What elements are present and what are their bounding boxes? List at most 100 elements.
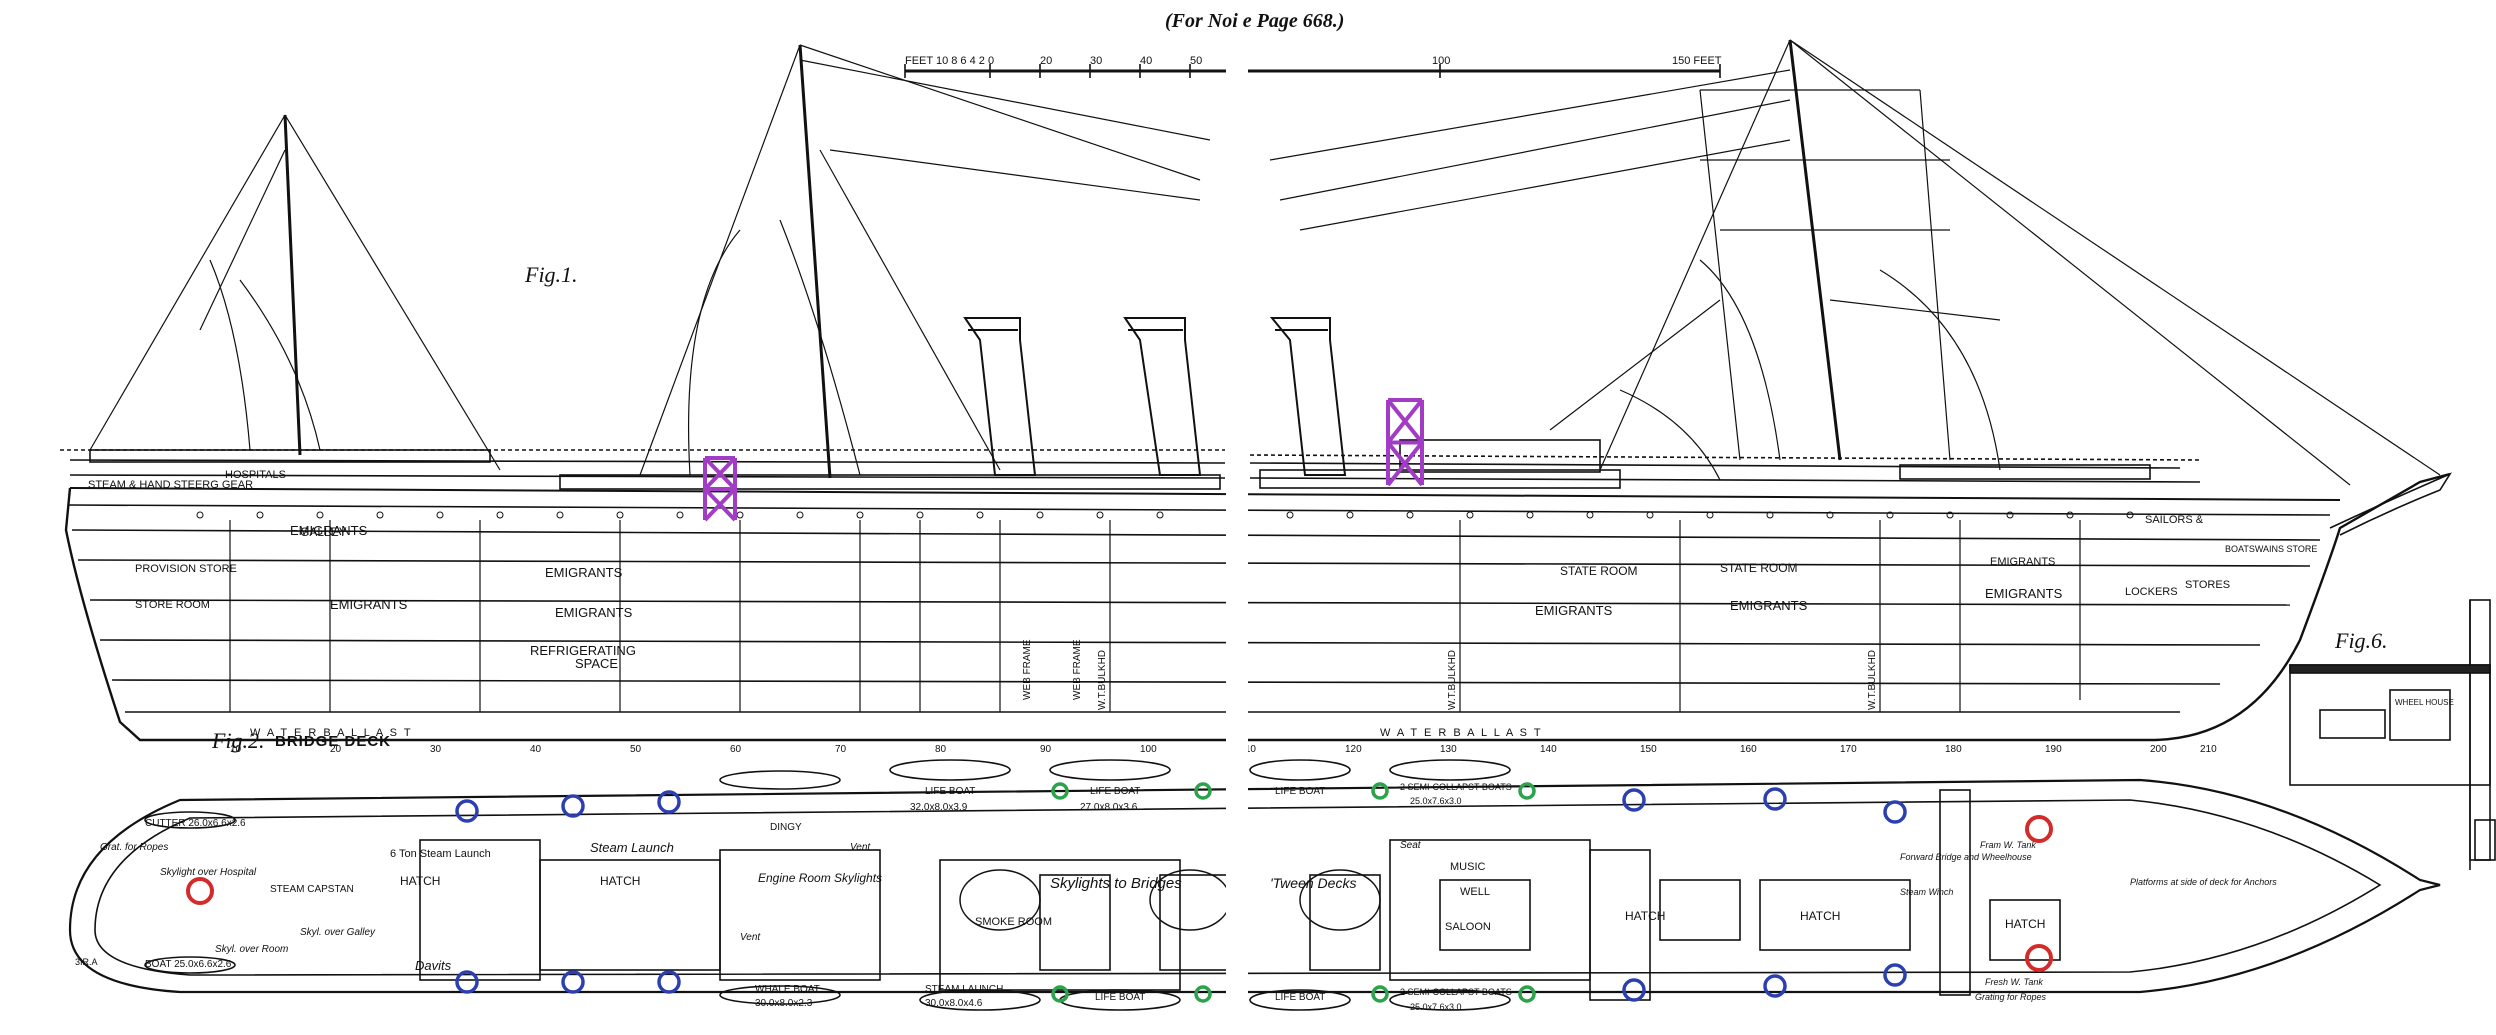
label-lockers: LOCKERS	[2125, 586, 2178, 598]
scale-bar	[904, 64, 1721, 78]
page-caption: (For Noi e Page 668.)	[1165, 10, 1345, 32]
scale-tick-100: 100	[1432, 55, 1450, 67]
frame-number: 120	[1345, 744, 1362, 755]
label-emigrants-6: EMIGRANTS	[1730, 598, 1808, 613]
label-skylights-bridges: Skylights to Bridges	[1050, 875, 1182, 892]
label-grating-ropes: Grating for Ropes	[1975, 992, 2047, 1002]
label-forward-bridge: Forward Bridge and Wheelhouse	[1900, 852, 2032, 862]
label-semi-collap-2: 2 SEMI-COLLAPST BOATS	[1400, 987, 1512, 997]
scale-labels: FEET 10 8 6 4 2 0 20 30 40 50 100 150 FE…	[905, 55, 1722, 67]
label-stores: STORES	[2185, 579, 2230, 591]
label-water-ballast-2: W A T E R B A L L A S T	[1380, 727, 1543, 739]
label-refrigerating: REFRIGERATING	[530, 643, 636, 658]
label-gratings: Grat. for Ropes	[100, 842, 168, 853]
label-fresh-tank: Fresh W. Tank	[1985, 977, 2043, 987]
frame-number: 160	[1740, 744, 1757, 755]
profile-labels: STEAM & HAND STEERG GEAR HOSPITALS GALLE…	[88, 469, 2317, 739]
label-hatch-4: HATCH	[1800, 909, 1840, 923]
hull-profile	[64, 459, 2453, 742]
blue-marker	[1883, 963, 1907, 987]
green-marker	[1051, 782, 1069, 800]
label-life-boat-4: LIFE BOAT	[1095, 992, 1145, 1003]
label-skyl-room: Skyl. over Room	[215, 944, 288, 955]
label-music: MUSIC	[1450, 861, 1486, 873]
fig6-detail	[2289, 599, 2496, 870]
frame-number: 20	[330, 744, 342, 755]
fig2-label: Fig.2.	[212, 728, 265, 753]
fig2-title: BRIDGE DECK	[275, 733, 392, 750]
label-water-ballast-1: W A T E R B A L L A S T	[250, 727, 413, 739]
fig1-label: Fig.1.	[525, 262, 578, 287]
deck-labels: CUTTER 26.0x6.6x2.6 Grat. for Ropes Skyl…	[75, 698, 2454, 1012]
label-seat: Seat	[1400, 840, 1422, 851]
label-galley: GALLEY	[300, 525, 347, 539]
frame-number: 60	[730, 744, 742, 755]
scale-label-left: FEET 10 8 6 4 2 0	[905, 55, 994, 67]
frame-number: 150	[1640, 744, 1657, 755]
label-state-room-2: STATE ROOM	[1720, 561, 1798, 575]
label-wheel-house: WHEEL HOUSE	[2395, 698, 2454, 707]
frame-number: 10	[230, 744, 242, 755]
label-life-boat-3: LIFE BOAT	[1275, 786, 1325, 797]
blue-marker	[561, 794, 585, 818]
red-marker	[2025, 944, 2053, 972]
green-marker	[1371, 985, 1389, 1003]
label-web-frame-1: WEB FRAME	[1022, 639, 1033, 700]
frame-number: 180	[1945, 744, 1962, 755]
frame-number: 110	[1240, 744, 1256, 755]
annotation-markers	[186, 398, 2053, 1003]
frame-number: 50	[630, 744, 642, 755]
blue-marker	[1763, 974, 1787, 998]
frame-number: 70	[835, 744, 847, 755]
label-well: WELL	[1460, 886, 1490, 898]
frame-number: 130	[1440, 744, 1457, 755]
blue-marker	[657, 970, 681, 994]
label-winch: Steam Winch	[1900, 887, 1953, 897]
label-emigrants-7: EMIGRANTS	[1985, 586, 2063, 601]
label-steam-launch-dims: 30.0x8.0x4.6	[925, 998, 983, 1009]
blue-marker	[657, 790, 681, 814]
label-hatch-2: HATCH	[600, 874, 640, 888]
frame-number: 140	[1540, 744, 1557, 755]
blue-marker	[455, 799, 479, 823]
label-scale-mark: 3IR.A	[75, 957, 98, 967]
red-marker	[2025, 815, 2053, 843]
blue-marker	[1763, 787, 1787, 811]
label-life-boat-1: LIFE BOAT	[925, 786, 975, 797]
deck-plan	[68, 759, 2441, 1011]
label-steam-launch-s: Steam Launch	[590, 840, 674, 855]
label-emigrants-4: EMIGRANTS	[555, 605, 633, 620]
purple-tower-marker	[1386, 398, 1424, 487]
label-wt-bulkhd-1: W.T.BULKHD	[1097, 650, 1108, 710]
label-provision-store: PROVISION STORE	[135, 563, 237, 575]
label-hatch-5: HATCH	[2005, 917, 2045, 931]
frame-number: 200	[2150, 744, 2167, 755]
green-marker	[1518, 985, 1536, 1003]
label-life-boat-dims-2: 27.0x8.0x3.6	[1080, 802, 1138, 813]
label-emigrants-5: EMIGRANTS	[1535, 603, 1613, 618]
scale-tick-30: 30	[1090, 55, 1102, 67]
label-tween-decks: 'Tween Decks	[1270, 875, 1356, 891]
label-engine-skylights: Engine Room Skylights	[758, 871, 882, 885]
frame-number: 90	[1040, 744, 1052, 755]
label-vent-2: Vent	[740, 932, 761, 943]
label-cutter: CUTTER 26.0x6.6x2.6	[145, 818, 246, 829]
label-saloon: SALOON	[1445, 921, 1491, 933]
label-steam-capstan: STEAM CAPSTAN	[270, 884, 354, 895]
blue-marker	[455, 970, 479, 994]
label-dingy: DINGY	[770, 822, 802, 833]
label-whale-boat: WHALE BOAT	[755, 984, 820, 995]
label-wt-bulkhd-3: W.T.BULKHD	[1867, 650, 1878, 710]
masts-rigging	[89, 39, 2441, 486]
blue-marker	[561, 970, 585, 994]
green-marker	[1194, 782, 1212, 800]
frame-number: 30	[430, 744, 442, 755]
label-skylight-galley: Skyl. over Galley	[300, 927, 376, 938]
label-skylight-hospital: Skylight over Hospital	[160, 867, 257, 878]
red-marker	[186, 877, 214, 905]
frame-number: 210	[2200, 744, 2217, 755]
label-hatch-1: HATCH	[400, 874, 440, 888]
label-emigrants-2: EMIGRANTS	[545, 565, 623, 580]
label-space: SPACE	[575, 656, 618, 671]
